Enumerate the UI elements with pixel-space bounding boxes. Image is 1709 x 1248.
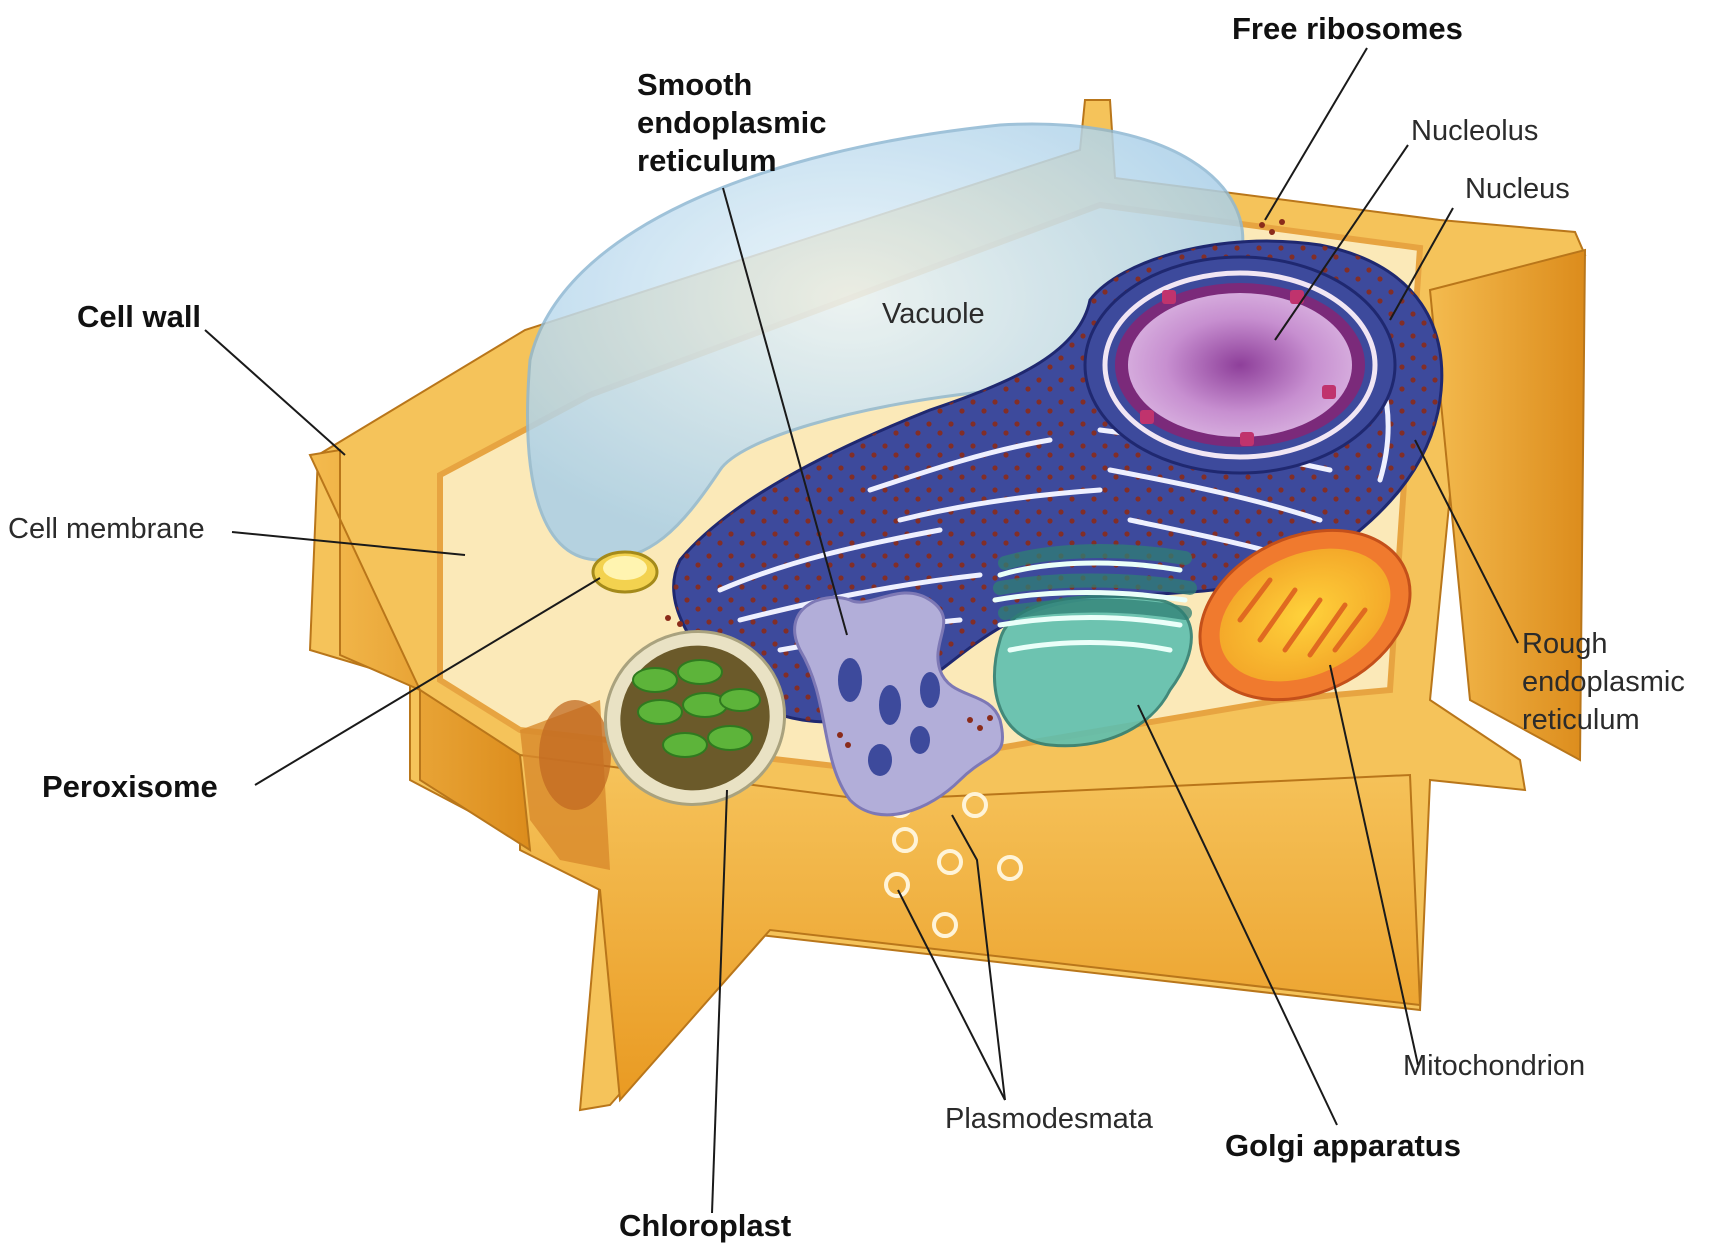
label-rough-er-line1: Rough [1522,625,1685,663]
label-nucleus: Nucleus [1465,170,1570,208]
nucleus-graphic [1085,257,1395,473]
label-rough-er-line2: endoplasmic [1522,663,1685,701]
label-golgi-apparatus: Golgi apparatus [1225,1127,1461,1165]
label-smooth-er: Smooth endoplasmic reticulum [637,66,827,180]
label-plasmodesmata: Plasmodesmata [945,1100,1153,1138]
label-peroxisome: Peroxisome [42,768,218,806]
label-smooth-er-line3: reticulum [637,142,827,180]
label-rough-er-line3: reticulum [1522,701,1685,739]
label-cell-wall: Cell wall [77,298,201,336]
label-smooth-er-line2: endoplasmic [637,104,827,142]
label-smooth-er-line1: Smooth [637,66,827,104]
label-mitochondrion: Mitochondrion [1403,1047,1585,1085]
peroxisome-graphic [593,552,657,592]
label-cell-membrane: Cell membrane [8,510,205,548]
label-chloroplast: Chloroplast [619,1207,791,1245]
label-free-ribosomes: Free ribosomes [1232,10,1463,48]
label-nucleolus: Nucleolus [1411,112,1538,150]
label-rough-er: Rough endoplasmic reticulum [1522,625,1685,739]
label-vacuole: Vacuole [882,295,985,333]
